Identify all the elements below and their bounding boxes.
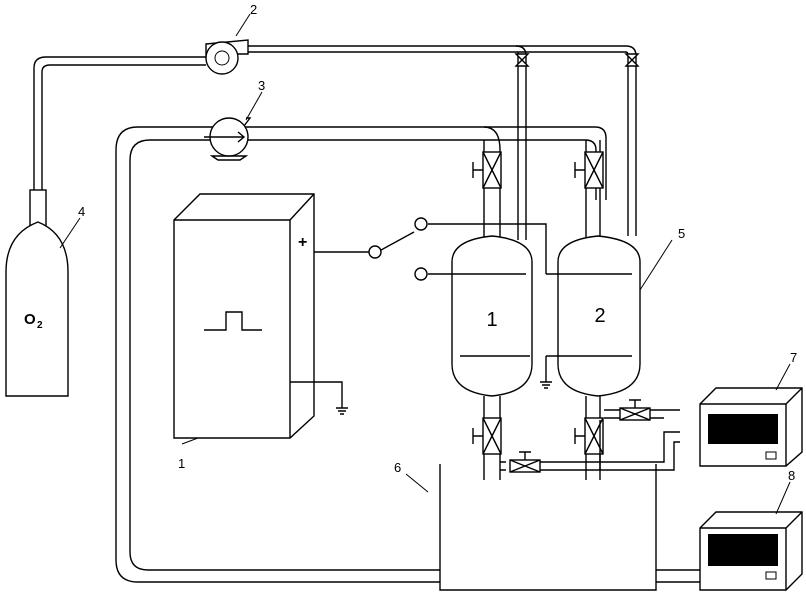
analyzer-8[interactable] (699, 511, 803, 591)
gas-valve-right[interactable] (624, 53, 640, 67)
reactor-1[interactable]: 1 (451, 235, 533, 397)
positive-terminal-label: + (298, 234, 307, 251)
callout-1: 1 (178, 456, 185, 471)
pulse-power-supply[interactable]: + (173, 193, 348, 439)
inlet-valve-reactor-1[interactable] (472, 151, 502, 189)
analyzer-7-screen (708, 414, 778, 444)
callout-labels: 2 3 4 5 1 6 7 8 (78, 2, 797, 483)
callout-6: 6 (394, 460, 401, 475)
callout-2: 2 (250, 2, 257, 17)
collection-tank (439, 464, 657, 591)
callout-4: 4 (78, 204, 85, 219)
callout-leaders (59, 13, 791, 515)
cylinder-label-main: O (24, 311, 36, 328)
oxygen-blower[interactable] (205, 39, 249, 75)
analyzer-8-screen (708, 534, 778, 566)
sampling-valve-lower[interactable] (509, 451, 541, 473)
circulation-pump[interactable] (204, 117, 252, 161)
callout-3: 3 (258, 78, 265, 93)
oxygen-pipe (33, 45, 637, 240)
outlet-valve-reactor-1[interactable] (472, 417, 502, 455)
callout-7: 7 (790, 350, 797, 365)
reactor-1-label: 1 (486, 309, 497, 331)
reactor-2[interactable]: 2 (546, 235, 641, 397)
cylinder-label-sub: 2 (37, 320, 43, 331)
pulse-waveform-icon (204, 311, 262, 331)
inlet-valve-reactor-2[interactable] (574, 151, 604, 189)
callout-8: 8 (788, 468, 795, 483)
oxygen-cylinder: O 2 (5, 189, 69, 397)
electrode-wiring (312, 217, 552, 389)
callout-5: 5 (678, 226, 685, 241)
analyzer-7[interactable] (699, 387, 803, 467)
reactor-2-label: 2 (594, 305, 605, 327)
outlet-valve-reactor-2[interactable] (574, 417, 604, 455)
side-piping (500, 409, 680, 471)
gas-valve-left[interactable] (514, 53, 530, 67)
sampling-valve-upper[interactable] (619, 399, 651, 421)
